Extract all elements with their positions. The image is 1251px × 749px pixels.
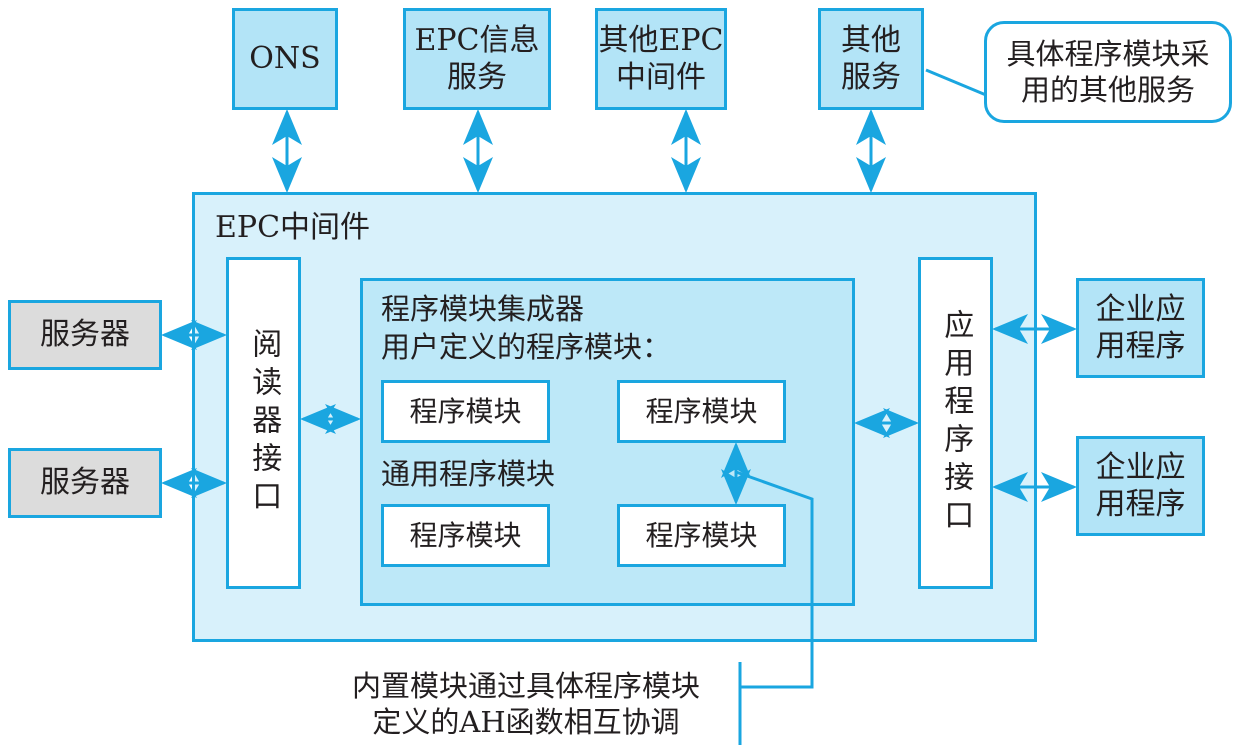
enterprise-app-box-2: 企业应 用程序 bbox=[1076, 436, 1205, 536]
program-module-label: 程序模块 bbox=[645, 519, 758, 552]
reader-interface-label: 阅读器接口 bbox=[246, 328, 282, 518]
program-module-3: 程序模块 bbox=[381, 504, 550, 567]
program-module-label: 程序模块 bbox=[409, 519, 522, 552]
program-module-label: 程序模块 bbox=[409, 395, 522, 428]
program-module-4: 程序模块 bbox=[617, 504, 786, 567]
server-label-1: 服务器 bbox=[40, 317, 130, 353]
callout-text: 具体程序模块采 用的其他服务 bbox=[1006, 36, 1210, 107]
epc-info-service-box: EPC信息 服务 bbox=[403, 8, 551, 110]
epc-info-service-label: EPC信息 服务 bbox=[414, 22, 540, 96]
enterprise-app-label-2: 企业应 用程序 bbox=[1095, 449, 1186, 523]
annotation-leader bbox=[735, 470, 814, 689]
callout-pointer bbox=[925, 68, 987, 97]
ons-box: ONS bbox=[232, 8, 338, 110]
ons-label: ONS bbox=[249, 41, 321, 77]
integrator-title: 程序模块集成器 bbox=[381, 292, 585, 326]
server-box-2: 服务器 bbox=[8, 448, 162, 518]
program-module-2: 程序模块 bbox=[617, 380, 786, 443]
enterprise-app-box-1: 企业应 用程序 bbox=[1076, 278, 1205, 378]
app-interface-box: 应用程序接口 bbox=[918, 257, 993, 589]
other-epc-middleware-box: 其他EPC 中间件 bbox=[595, 8, 727, 110]
app-interface-label: 应用程序接口 bbox=[938, 309, 974, 537]
enterprise-app-label-1: 企业应 用程序 bbox=[1095, 291, 1186, 365]
server-box-1: 服务器 bbox=[8, 300, 162, 370]
other-epc-middleware-label: 其他EPC 中间件 bbox=[598, 22, 724, 96]
program-module-1: 程序模块 bbox=[381, 380, 550, 443]
server-label-2: 服务器 bbox=[40, 465, 130, 501]
user-defined-modules-label: 用户定义的程序模块： bbox=[381, 330, 672, 364]
epc-middleware-title: EPC中间件 bbox=[215, 210, 371, 245]
other-services-label: 其他 服务 bbox=[841, 22, 901, 96]
other-services-box: 其他 服务 bbox=[818, 8, 924, 110]
program-module-label: 程序模块 bbox=[645, 395, 758, 428]
annotation-text: 内置模块通过具体程序模块 定义的AH函数相互协调 bbox=[352, 669, 701, 740]
callout-bubble: 具体程序模块采 用的其他服务 bbox=[984, 21, 1232, 123]
generic-modules-label: 通用程序模块 bbox=[381, 457, 556, 491]
reader-interface-box: 阅读器接口 bbox=[226, 257, 301, 589]
